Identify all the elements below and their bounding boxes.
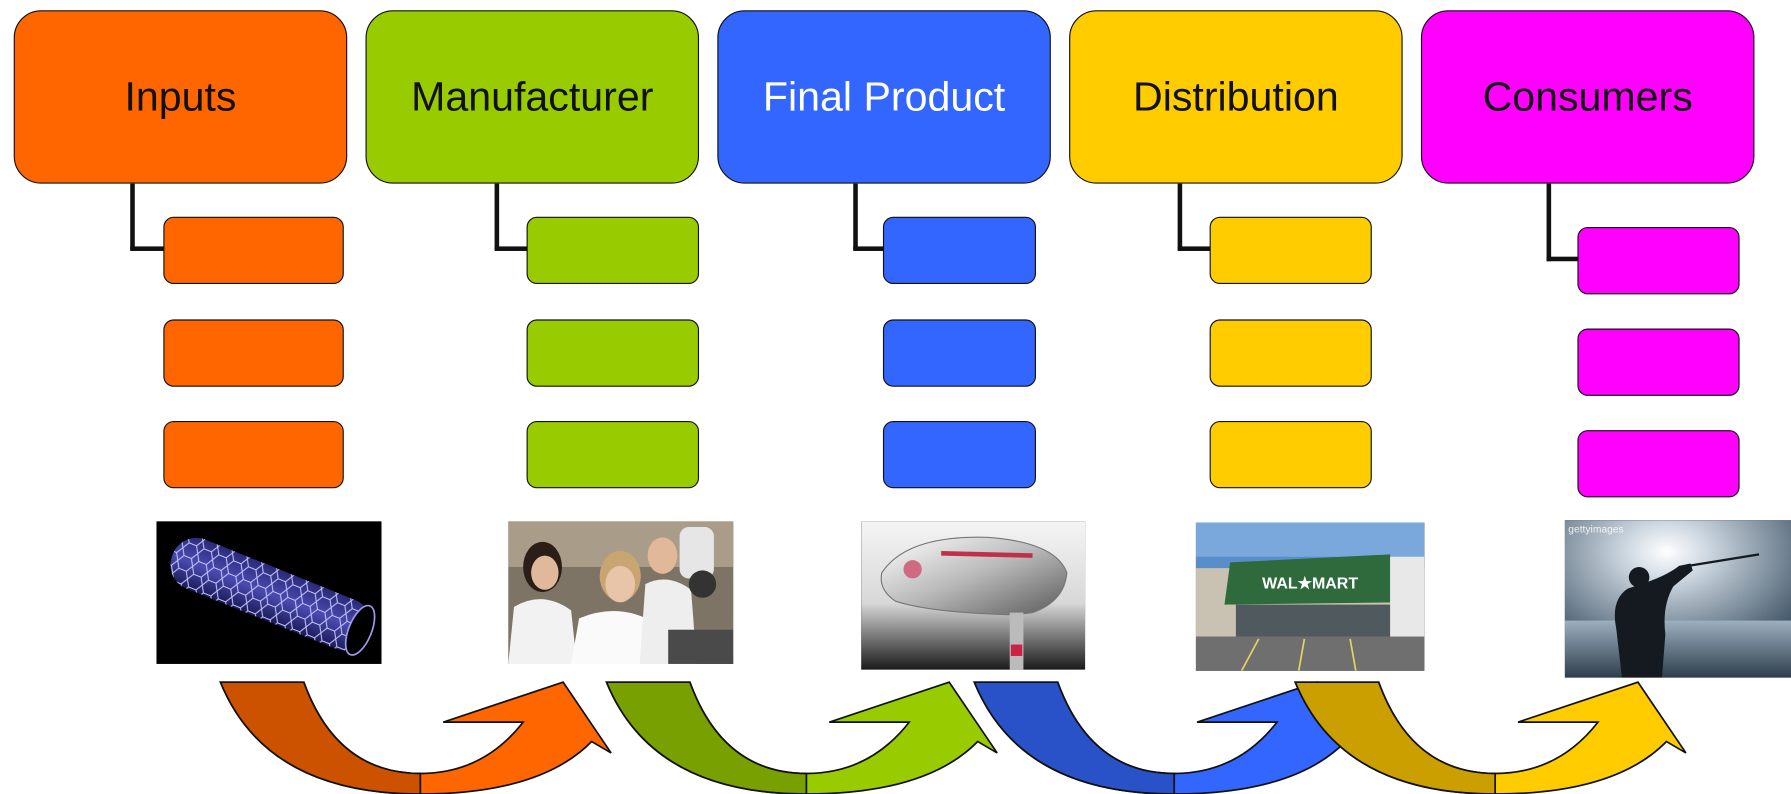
manufacturer-sub-box-2 <box>526 319 700 387</box>
distribution-sub-box-2 <box>1209 319 1372 387</box>
inputs-connector-horizontal <box>130 246 165 251</box>
manufacturer-label: Manufacturer <box>411 73 654 120</box>
consumers-sub-box-1 <box>1577 227 1740 295</box>
inputs-sub-box-3 <box>163 420 344 489</box>
carbon-nanotube-image <box>156 521 382 664</box>
flow-arrow-inputs-shadow <box>219 681 422 794</box>
distribution-header: Distribution <box>1069 10 1403 184</box>
distribution-connector-horizontal <box>1177 246 1212 251</box>
flow-arrow-manufacturer-shadow <box>605 681 808 794</box>
manufacturer-sub-box-3 <box>526 420 700 489</box>
manufacturer-connector-horizontal <box>494 246 529 251</box>
final-product-header: Final Product <box>717 10 1051 184</box>
final-product-sub-box-2 <box>882 319 1036 387</box>
manufacturer-sub-box-1 <box>526 216 700 285</box>
consumers-sub-box-2 <box>1577 328 1740 396</box>
inputs-header: Inputs <box>13 10 348 184</box>
distribution-connector-vertical <box>1177 183 1183 250</box>
golfer-silhouette-image: gettyimages <box>1564 520 1791 678</box>
final-product-label: Final Product <box>762 73 1006 120</box>
lab-scientists-image <box>508 521 734 664</box>
final-product-connector-horizontal <box>853 246 886 251</box>
walmart-sign-text: WAL★MART <box>1262 576 1358 593</box>
inputs-sub-box-2 <box>163 319 344 387</box>
distribution-sub-box-1 <box>1209 216 1372 285</box>
inputs-connector-vertical <box>130 183 135 250</box>
manufacturer-header: Manufacturer <box>365 10 700 184</box>
distribution-sub-box-3 <box>1209 420 1372 489</box>
distribution-label: Distribution <box>1133 73 1339 120</box>
final-product-connector-vertical <box>853 183 858 250</box>
final-product-sub-box-3 <box>882 420 1036 489</box>
golf-driver-head-image <box>861 521 1086 670</box>
getty-watermark: gettyimages <box>1568 525 1623 536</box>
consumers-label: Consumers <box>1482 73 1693 120</box>
inputs-sub-box-1 <box>163 216 344 285</box>
flow-arrow-final-product-shadow <box>973 681 1176 794</box>
consumers-header: Consumers <box>1420 10 1755 184</box>
consumers-sub-box-3 <box>1577 430 1740 498</box>
inputs-label: Inputs <box>124 73 237 120</box>
consumers-connector-vertical <box>1546 183 1552 262</box>
consumers-connector-horizontal <box>1546 256 1581 262</box>
manufacturer-connector-vertical <box>494 183 500 250</box>
walmart-store-image: WAL★MART <box>1195 522 1425 671</box>
final-product-sub-box-1 <box>882 216 1036 285</box>
